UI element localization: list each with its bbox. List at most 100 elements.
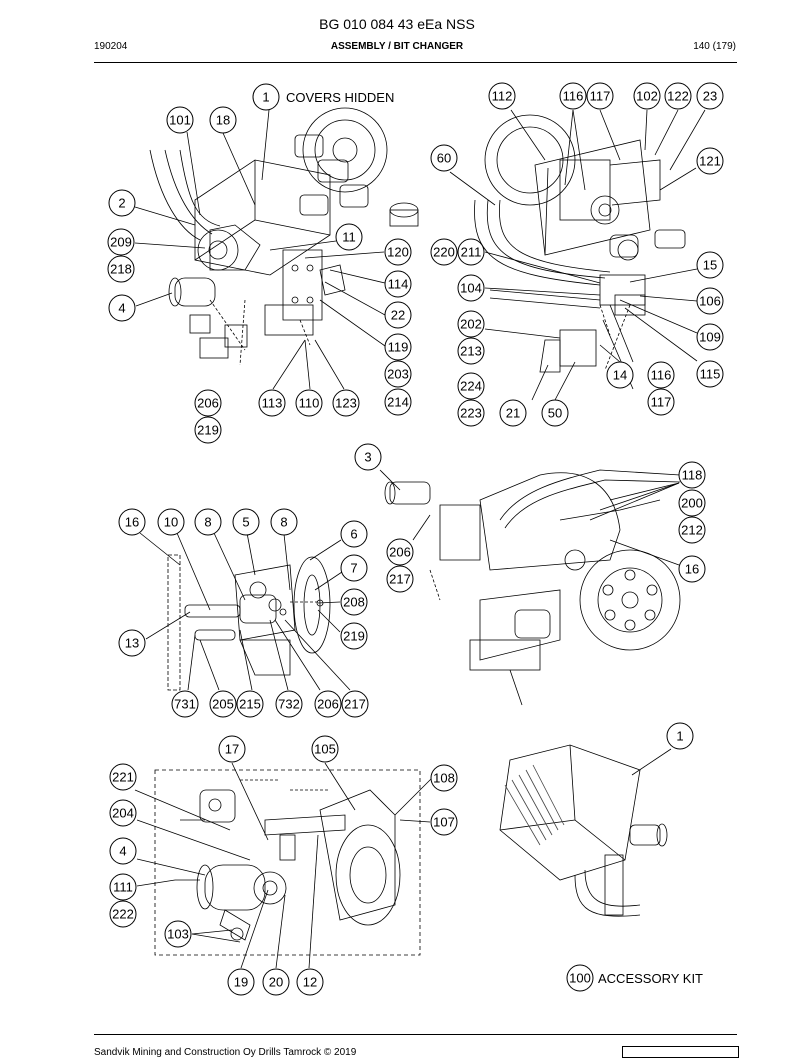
callout-label: 4 [118, 301, 125, 316]
callout-label: 217 [389, 572, 411, 587]
callout-bubble: 111 [109, 873, 137, 901]
callout-bubble: 206 [314, 690, 342, 718]
callout-label: 110 [299, 396, 320, 411]
callout-label: 119 [388, 340, 409, 355]
callout-label: 6 [350, 527, 357, 542]
callouts-middle: 3 118 200 212 16 206 217 [354, 443, 706, 593]
callout-bubble: 215 [236, 690, 264, 718]
callout-label: 115 [700, 367, 721, 382]
callout-label: 123 [335, 396, 357, 411]
callout-bubble: 117 [647, 388, 675, 416]
left-mid-assembly [167, 554, 331, 691]
callout-bubble: 15 [696, 251, 724, 279]
callout-label: 16 [125, 515, 139, 530]
callouts-left-mid: 16 10 8 5 8 6 7 208 219 13 731 205 215 7… [118, 508, 369, 718]
callout-bubble: 219 [340, 622, 368, 650]
callout-label: 15 [703, 258, 717, 273]
callout-bubble: 100 [566, 964, 594, 992]
callout-label: 10 [164, 515, 178, 530]
callout-label: 107 [433, 815, 455, 830]
callout-label: 7 [350, 561, 357, 576]
callout-label: 5 [242, 515, 249, 530]
callout-label: 214 [387, 395, 409, 410]
callout-bubble: 221 [109, 763, 137, 791]
callout-bubble: 20 [262, 968, 290, 996]
callout-bubble: 117 [586, 82, 614, 110]
callout-bubble: 112 [488, 82, 516, 110]
callout-label: 204 [112, 806, 134, 821]
callout-label: 103 [167, 927, 189, 942]
callout-bubble: 13 [118, 629, 146, 657]
callout-label: 22 [391, 308, 405, 323]
callout-bubble: 108 [430, 764, 458, 792]
callout-bubble: 220 [430, 238, 458, 266]
callout-bubble: 116 [559, 82, 587, 110]
callout-bubble: 120 [384, 238, 412, 266]
callout-label: 109 [699, 330, 721, 345]
leader-lines [134, 109, 706, 969]
callout-bubble: 205 [209, 690, 237, 718]
covers-hidden-note: COVERS HIDDEN [286, 90, 394, 105]
callout-label: 50 [548, 406, 562, 421]
footer-rule [94, 1034, 737, 1035]
callout-bubble: 208 [340, 588, 368, 616]
callout-label: 213 [460, 344, 482, 359]
callout-bubble: 223 [457, 399, 485, 427]
callout-label: 113 [262, 396, 283, 411]
callout-label: 209 [110, 235, 132, 250]
callout-label: 121 [699, 154, 721, 169]
callout-label: 203 [387, 367, 409, 382]
callout-label: 104 [460, 281, 482, 296]
callout-bubble: 1 [252, 83, 280, 111]
callout-label: 8 [204, 515, 211, 530]
callout-bubble: 103 [164, 920, 192, 948]
callout-bubble: 2 [108, 189, 136, 217]
header-rule [94, 62, 737, 63]
callout-bubble: 1 [666, 722, 694, 750]
callout-bubble: 211 [457, 238, 485, 266]
callout-bubble: 102 [633, 82, 661, 110]
callout-bubble: 18 [209, 106, 237, 134]
callout-bubble: 113 [258, 389, 286, 417]
callout-bubble: 109 [696, 323, 724, 351]
callout-bubble: 107 [430, 808, 458, 836]
callouts-bottom-left: 17 105 221 108 204 107 4 111 222 103 19 … [109, 735, 458, 996]
linework [149, 107, 686, 956]
callout-label: 11 [342, 230, 356, 245]
callout-bubble: 204 [109, 799, 137, 827]
callout-bubble: 200 [678, 489, 706, 517]
callout-bubble: 115 [696, 360, 724, 388]
callout-label: 731 [174, 697, 196, 712]
callout-bubble: 10 [157, 508, 185, 536]
callout-bubble: 213 [457, 337, 485, 365]
callout-bubble: 121 [696, 147, 724, 175]
callout-label: 111 [113, 880, 133, 895]
callout-label: 14 [613, 368, 627, 383]
page-number: 140 (179) [693, 41, 736, 52]
callout-label: 13 [125, 636, 139, 651]
callout-bubble: 16 [678, 555, 706, 583]
callout-label: 223 [460, 406, 482, 421]
callout-bubble: 11 [335, 223, 363, 251]
callout-label: 116 [563, 89, 584, 104]
callout-label: 17 [225, 742, 239, 757]
callout-label: 23 [703, 89, 717, 104]
callout-bubble: 22 [384, 301, 412, 329]
callout-label: 222 [112, 907, 134, 922]
callout-label: 211 [461, 245, 482, 260]
callout-label: 102 [636, 89, 658, 104]
callout-label: 219 [343, 629, 365, 644]
callout-bubble: 118 [678, 461, 706, 489]
callout-bubble: 105 [311, 735, 339, 763]
callout-label: 1 [262, 90, 269, 105]
callout-bubble: 110 [295, 389, 323, 417]
callout-label: 212 [681, 523, 703, 538]
accessory-kit-note: ACCESSORY KIT [598, 971, 703, 986]
callout-label: 20 [269, 975, 283, 990]
callout-label: 205 [212, 697, 234, 712]
callouts-bottom-right: 1 100 [566, 722, 694, 992]
callout-bubble: 119 [384, 333, 412, 361]
callout-label: 19 [234, 975, 248, 990]
callout-bubble: 5 [232, 508, 260, 536]
